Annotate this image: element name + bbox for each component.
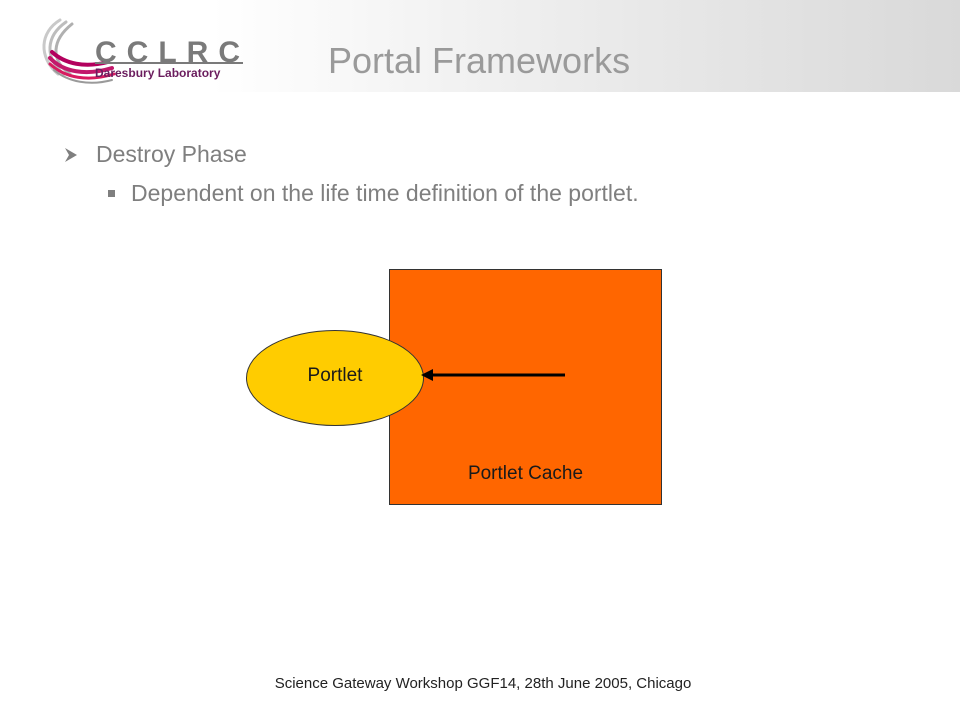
bullet-level2-text: Dependent on the life time definition of…	[131, 180, 639, 206]
portlet-cache-label: Portlet Cache	[467, 463, 584, 484]
header-band	[0, 0, 960, 92]
arrow-bullet-icon	[65, 147, 77, 162]
bullet-level1: Destroy Phase	[62, 141, 247, 168]
arrow-connector-icon	[421, 369, 565, 381]
logo-underline	[95, 62, 243, 64]
portlet-ellipse	[246, 330, 424, 426]
footer-text: Science Gateway Workshop GGF14, 28th Jun…	[274, 675, 692, 692]
logo-wordmark: CCLRC	[95, 36, 250, 69]
bullet-level1-text: Destroy Phase	[96, 141, 247, 167]
cclrc-logo	[30, 12, 260, 92]
portlet-label: Portlet	[307, 365, 363, 386]
swirl-logo-icon	[42, 18, 116, 84]
bullet-level2: Dependent on the life time definition of…	[108, 180, 639, 207]
square-bullet-icon	[108, 190, 115, 197]
logo-subtext: Daresbury Laboratory	[95, 66, 221, 80]
portlet-cache-box	[389, 269, 662, 505]
page-title: Portal Frameworks	[328, 40, 631, 81]
